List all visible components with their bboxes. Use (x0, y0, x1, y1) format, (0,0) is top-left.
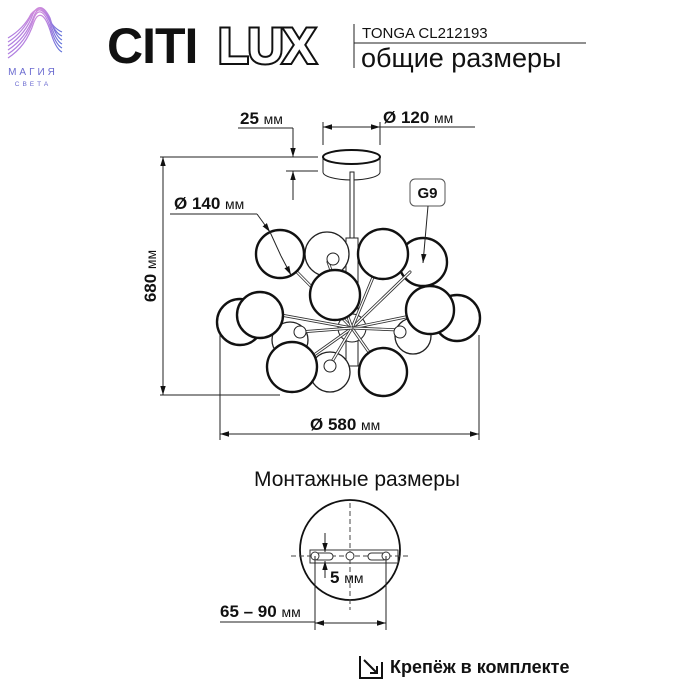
dim-unit: мм (361, 417, 380, 433)
hole-spacing-label: 65 – 90 мм (220, 602, 301, 621)
svg-text:680 мм: 680 мм (141, 250, 160, 302)
svg-text:Ø 580 мм: Ø 580 мм (310, 415, 380, 434)
svg-text:25 мм: 25 мм (240, 109, 283, 128)
dim-unit: мм (143, 250, 159, 269)
dim-value: Ø 580 (310, 415, 356, 434)
center-hole (345, 551, 355, 561)
socket (323, 359, 337, 373)
dim-value: Ø 120 (383, 108, 429, 127)
rod (349, 171, 355, 243)
dim-value: Ø 140 (174, 194, 220, 213)
socket (326, 252, 340, 266)
dim-unit: мм (434, 110, 453, 126)
dim-canopy-height: 25 мм (238, 109, 318, 200)
fastener-arrow-icon (359, 656, 383, 679)
logo-text-line1: МАГИЯ (8, 67, 58, 78)
socket (393, 325, 407, 339)
dim-unit: мм (225, 196, 244, 212)
mounting-title: Монтажные размеры (254, 468, 460, 491)
dim-canopy-diameter: Ø 120 мм (322, 108, 475, 145)
dim-globe-diameter: Ø 140 мм (170, 194, 292, 276)
dim-unit: мм (264, 111, 283, 127)
globe (235, 290, 285, 340)
svg-text:Ø 140 мм: Ø 140 мм (174, 194, 244, 213)
svg-text:Ø 120 мм: Ø 120 мм (383, 108, 453, 127)
globe (404, 284, 456, 336)
socket (293, 325, 307, 339)
globe (357, 346, 409, 398)
globe (265, 340, 319, 394)
dim-value: 25 (240, 109, 259, 128)
logo-citi: CITI (107, 18, 197, 74)
canopy-top (322, 149, 381, 165)
magiya-sveta-logo: МАГИЯ СВЕТА (7, 7, 63, 88)
mounting-drawing: 5 мм 65 – 90 мм (220, 499, 409, 630)
socket-type-label: G9 (417, 185, 437, 202)
dim-value: 680 (141, 274, 160, 302)
dim-total-height: 680 мм (141, 156, 318, 396)
fasteners-note: Крепёж в комплекте (359, 656, 569, 679)
globe (304, 231, 350, 277)
logo-text-line2: СВЕТА (15, 81, 51, 88)
dim-total-diameter: Ø 580 мм (219, 335, 480, 440)
arms (268, 260, 432, 367)
logo-lux: LUX (218, 18, 316, 74)
page-subtitle: общие размеры (361, 43, 561, 73)
globe (356, 227, 410, 281)
model-name: TONGA CL212193 (362, 25, 488, 42)
slot-width-label: 5 мм (330, 568, 363, 587)
globe (308, 268, 362, 322)
fasteners-note-text: Крепёж в комплекте (390, 657, 569, 677)
socket-type-callout: G9 (409, 178, 446, 264)
wave-logo-icon (7, 7, 63, 59)
citilux-logo: CITI LUX (107, 16, 319, 76)
